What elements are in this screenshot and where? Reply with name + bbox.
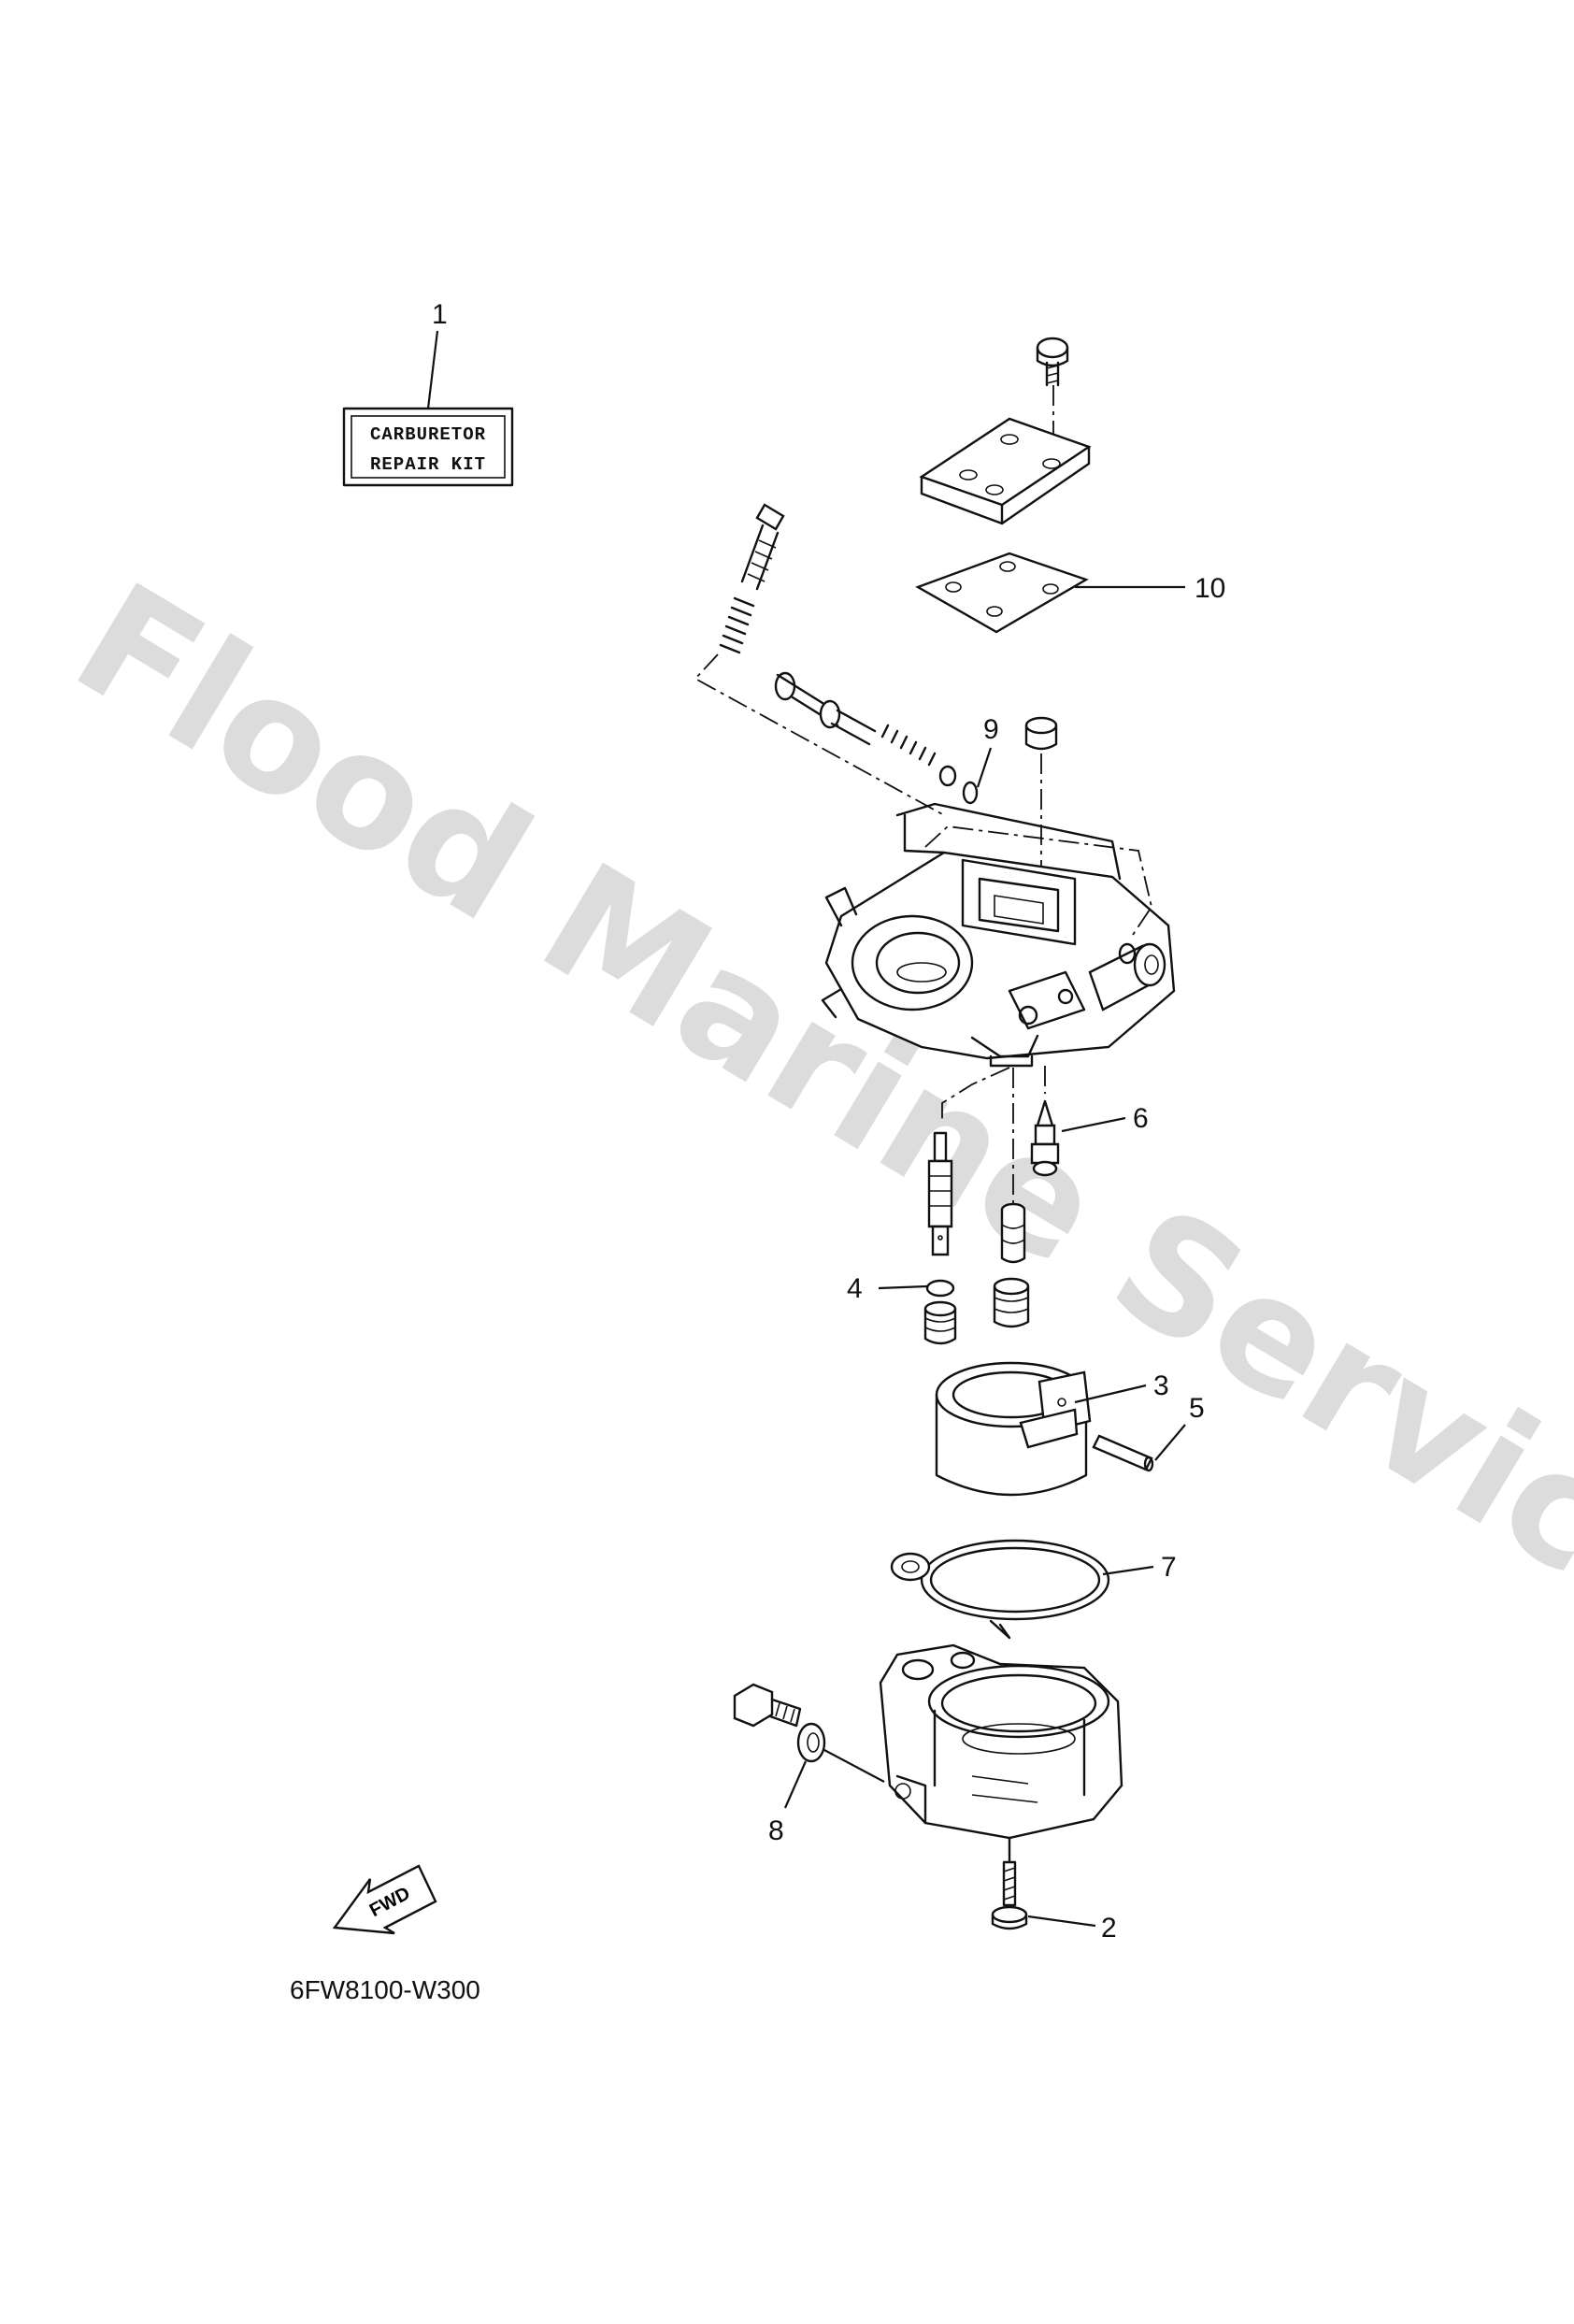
- callout-4: 4: [847, 1273, 863, 1304]
- pilot-jet: [1000, 1202, 1026, 1264]
- drawing-code: 6FW8100-W300: [290, 1975, 480, 2004]
- pilot-spring: [719, 596, 755, 654]
- carburetor-body: [821, 802, 1176, 1068]
- plug: [1024, 716, 1058, 751]
- kit-label-line1: CARBURETOR: [370, 424, 486, 445]
- watermark: Flood Marine Services: [46, 548, 1574, 1713]
- needle-valve: [1030, 1099, 1060, 1177]
- carburetor-repair-kit-label: CARBURETOR REPAIR KIT: [342, 407, 514, 487]
- plug-screw: [993, 1277, 1030, 1328]
- washer-8: [796, 1722, 826, 1763]
- callout-6: 6: [1133, 1103, 1149, 1134]
- kit-label-line2: REPAIR KIT: [370, 454, 486, 475]
- callout-5: 5: [1189, 1393, 1205, 1424]
- callout-7: 7: [1161, 1552, 1177, 1583]
- o-ring-4: [925, 1279, 955, 1298]
- throttle-shaft-assembly: [774, 671, 957, 787]
- float-chamber-gasket: [890, 1539, 1110, 1640]
- callout-2: 2: [1101, 1913, 1117, 1944]
- callout-1: 1: [432, 299, 448, 330]
- o-ring-9: [962, 781, 979, 805]
- callout-3: 3: [1153, 1370, 1169, 1401]
- main-jet: [923, 1300, 957, 1345]
- chamber-screw: [991, 1860, 1028, 1930]
- callout-9: 9: [983, 714, 999, 745]
- pilot-screw: [740, 503, 785, 591]
- float: [935, 1361, 1092, 1497]
- cover-gasket: [915, 552, 1089, 634]
- cover-screw: [1036, 337, 1069, 387]
- top-cover: [919, 417, 1092, 525]
- main-nozzle: [927, 1131, 953, 1256]
- float-pin: [1092, 1434, 1154, 1472]
- drain-bolt: [733, 1683, 802, 1728]
- fwd-arrow-icon: FWD: [332, 1864, 437, 1935]
- float-chamber: [879, 1643, 1123, 1862]
- callout-8: 8: [768, 1815, 784, 1846]
- callout-10: 10: [1195, 573, 1225, 604]
